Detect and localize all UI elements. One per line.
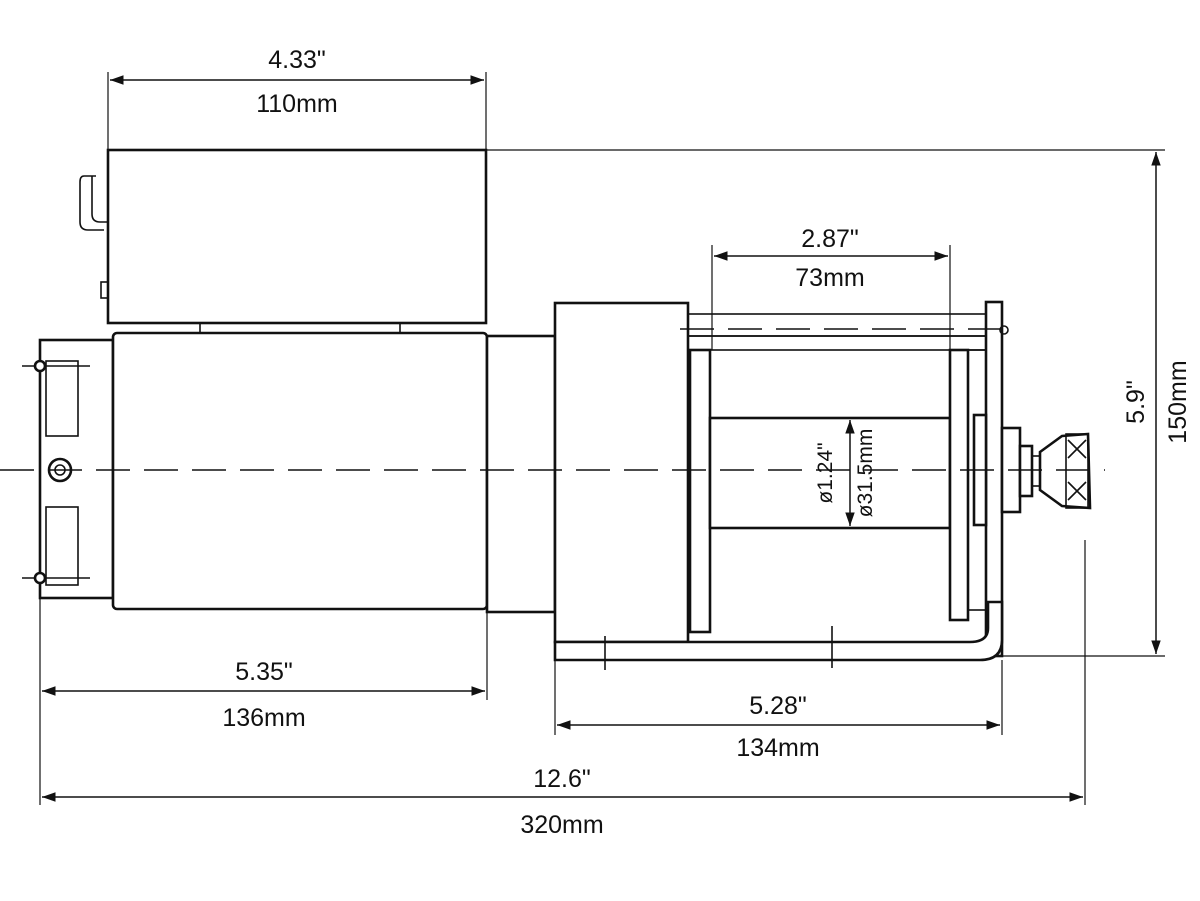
dim-height: 5.9" 150mm (486, 149, 1192, 657)
dim-motor-length-mm: 136mm (222, 704, 305, 732)
dim-control-box-width: 4.33" 110mm (107, 46, 487, 150)
motor (22, 331, 489, 611)
coupling (485, 334, 557, 614)
dim-height-mm: 150mm (1164, 360, 1192, 443)
control-box (79, 148, 488, 336)
dim-motor-length: 5.35" 136mm (39, 598, 488, 805)
dim-overall-length-inch: 12.6" (533, 765, 591, 793)
dim-drum-width: 2.87" 73mm (711, 225, 951, 350)
dim-drum-width-inch: 2.87" (801, 225, 859, 253)
dim-drum-diameter-mm: ø31.5mm (854, 429, 877, 518)
dim-drum-diameter: ø1.24" ø31.5mm (814, 417, 877, 529)
dim-control-box-width-inch: 4.33" (268, 46, 326, 74)
dim-drum-diameter-inch: ø1.24" (814, 442, 837, 503)
clutch-knob (972, 413, 1092, 527)
dim-drum-width-mm: 73mm (795, 264, 864, 292)
dim-base-length: 5.28" 134mm (554, 660, 1003, 762)
dim-base-length-mm: 134mm (736, 734, 819, 762)
drum-assembly (553, 300, 1009, 670)
dim-base-length-inch: 5.28" (749, 692, 807, 720)
dim-control-box-width-mm: 110mm (256, 90, 338, 118)
dim-height-inch: 5.9" (1122, 380, 1150, 424)
dim-overall-length-mm: 320mm (520, 811, 603, 839)
dim-overall-length: 12.6" 320mm (42, 540, 1086, 839)
dim-motor-length-inch: 5.35" (235, 658, 293, 686)
gearbox-housing (553, 301, 690, 644)
